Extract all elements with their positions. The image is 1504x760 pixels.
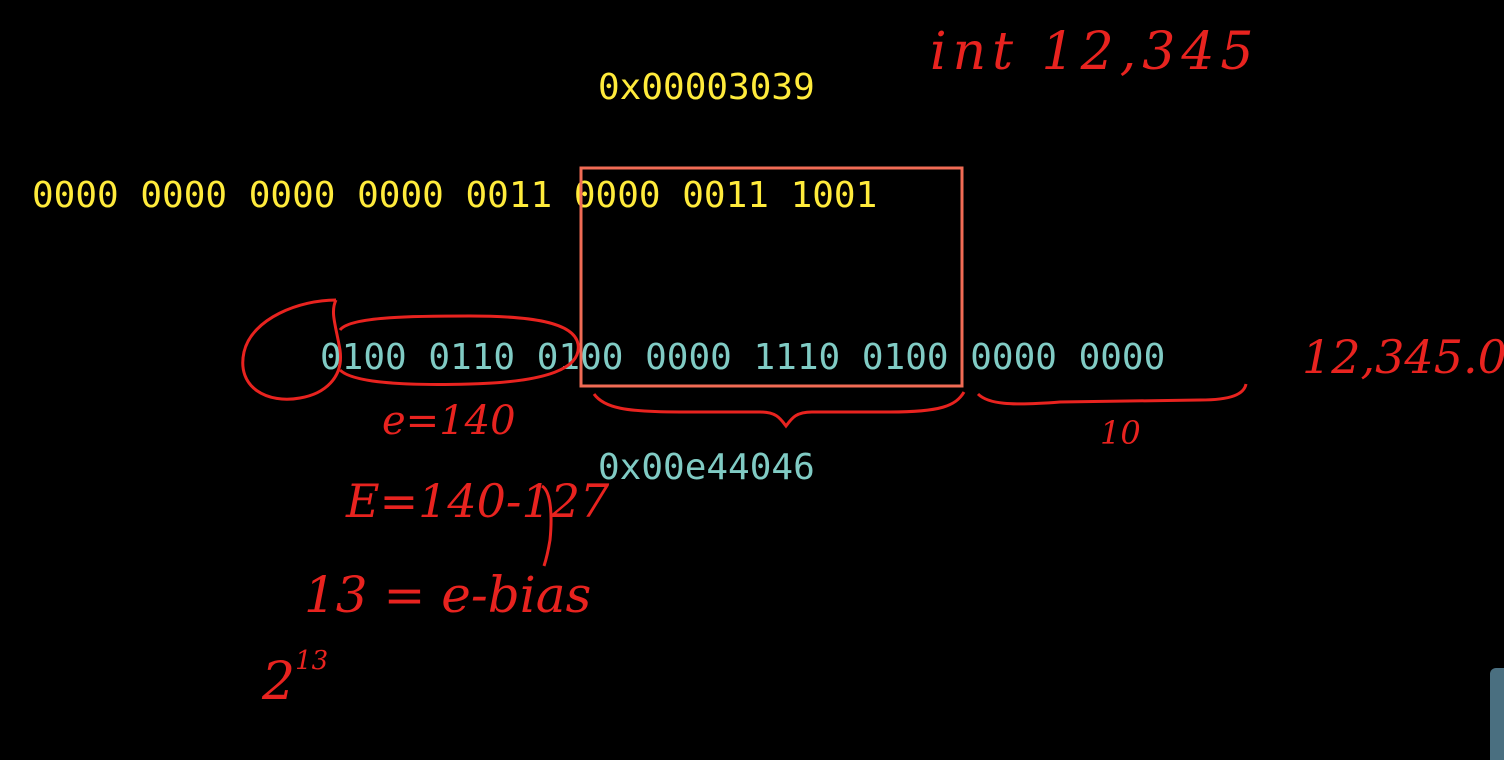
- power-of-two-note: 213: [262, 646, 328, 712]
- exponent-calc-note: E=140-127: [346, 474, 610, 528]
- mantissa-brace: [592, 391, 966, 429]
- bias-formula-note: 13 = e-bias: [304, 566, 592, 624]
- float-value-note: 12,345.0: [1302, 330, 1504, 384]
- binary-float-row: 0100 0110 0100 0000 1110 0100 0000 0000: [320, 337, 1166, 378]
- hex-int-value: 0x00003039: [598, 67, 815, 108]
- binary-int-row: 0000 0000 0000 0000 0011 0000 0011 1001: [32, 175, 878, 216]
- int-value-note: int 12,345: [930, 22, 1260, 82]
- side-panel-tab[interactable]: [1490, 668, 1504, 760]
- zero-count-note: 10: [1100, 414, 1141, 452]
- power-exponent: 13: [295, 646, 329, 676]
- exponent-calc-bracket: [540, 484, 553, 567]
- power-base: 2: [262, 652, 296, 712]
- sign-bit-circle: [241, 298, 342, 401]
- exponent-bits-loop: [338, 314, 580, 386]
- highlight-box: [579, 166, 964, 388]
- hex-float-value: 0x00e44046: [598, 447, 815, 488]
- exponent-field-note: e=140: [382, 398, 516, 444]
- zero-bits-brace: [976, 383, 1248, 406]
